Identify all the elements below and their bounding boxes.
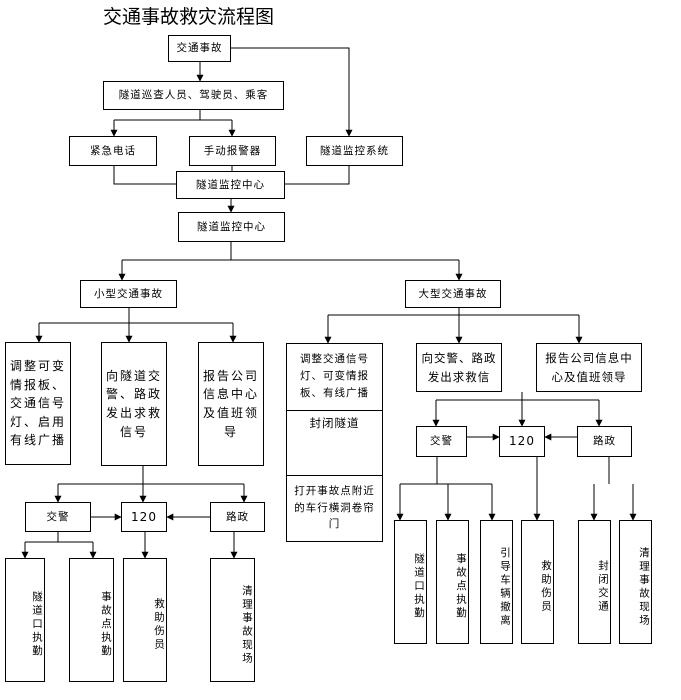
diagram-title: 交通事故救灾流程图	[103, 6, 275, 28]
node-s-accident-point: 事故点执勤	[69, 558, 114, 682]
node-large-adjust-text: 调整交通信号灯、可变情报板、有线广播	[300, 353, 369, 399]
node-large-accident: 大型交通事故	[405, 280, 501, 308]
node-small-police: 交警	[25, 502, 91, 532]
node-manual-alarm: 手动报警器	[189, 136, 276, 166]
node-large-request: 向交警、路政发出求救信	[416, 343, 502, 392]
node-tunnel-monitor-system: 隧道监控系统	[306, 136, 403, 166]
node-accident: 交通事故	[168, 35, 231, 62]
node-l-rescue: 救助伤员	[521, 520, 554, 644]
node-l-close-traffic: 封闭交通	[578, 520, 611, 644]
node-l-guide: 引导车辆撤离	[480, 520, 513, 644]
node-s-tunnel-entry: 隧道口执勤	[5, 558, 45, 682]
node-monitor-center-1: 隧道监控中心	[176, 171, 285, 199]
node-s-clear: 清理事故现场	[210, 558, 255, 682]
node-l-accident-point: 事故点执勤	[436, 520, 469, 644]
node-large-report: 报告公司信息中心及值班领导	[536, 343, 642, 392]
node-large-police: 交警	[416, 426, 467, 457]
node-monitor-center-2: 隧道监控中心	[178, 212, 285, 242]
node-large-120: 120	[499, 426, 545, 457]
node-small-request: 向隧道交警、路政发出求救信号	[101, 342, 167, 466]
node-reporters: 隧道巡查人员、驾驶员、乘客	[103, 81, 284, 110]
divider-2	[286, 475, 383, 476]
node-s-rescue: 救助伤员	[123, 558, 167, 682]
divider-1	[286, 410, 383, 411]
node-l-tunnel-entry: 隧道口执勤	[394, 520, 427, 644]
node-small-120: 120	[121, 502, 167, 532]
node-small-accident: 小型交通事故	[80, 280, 177, 308]
node-small-report: 报告公司信息中心及值班领导	[198, 342, 264, 466]
node-large-road: 路政	[577, 426, 632, 457]
node-large-open-gate: 打开事故点附近的车行横洞卷帘门	[294, 484, 375, 531]
node-small-adjust: 调整可变情报板、交通信号灯、启用有线广播	[5, 342, 71, 465]
node-small-road: 路政	[210, 502, 265, 532]
node-large-close: 封闭隧道	[309, 416, 360, 431]
node-large-adjust	[286, 343, 383, 542]
node-l-clear: 清理事故现场	[619, 520, 652, 644]
node-emergency-phone: 紧急电话	[69, 136, 157, 166]
